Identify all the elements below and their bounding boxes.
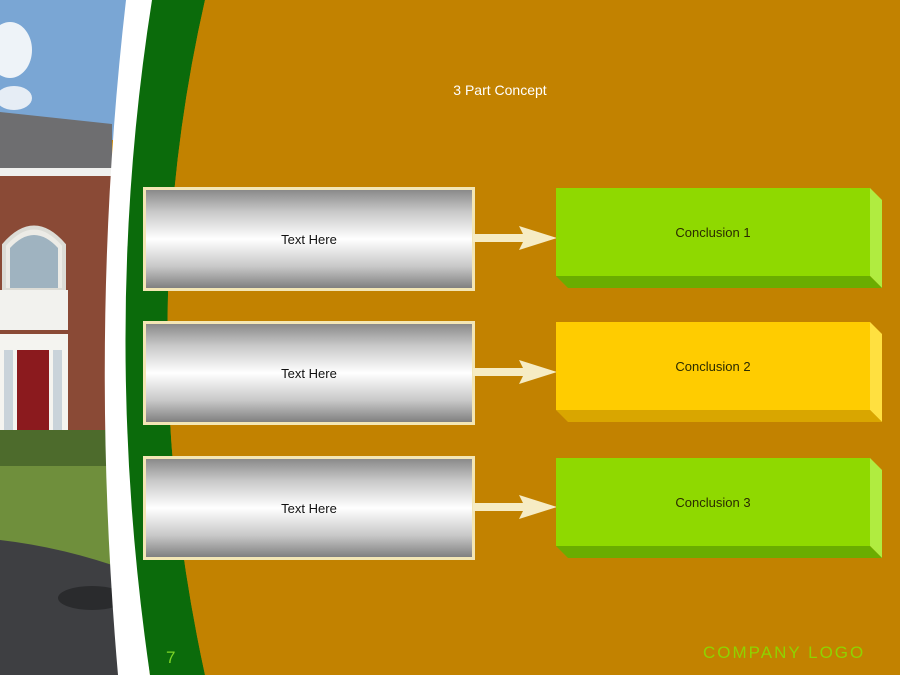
arrow-2 — [473, 360, 557, 384]
conclusion-label: Conclusion 2 — [675, 358, 751, 374]
window-sill — [0, 290, 68, 330]
driveway — [0, 540, 140, 675]
text-box-label: Text Here — [281, 231, 337, 247]
conclusion-box-3[interactable]: Conclusion 3 — [556, 458, 882, 558]
conclusion-label: Conclusion 3 — [675, 494, 751, 510]
text-box-label: Text Here — [281, 500, 337, 516]
front-door — [17, 350, 49, 430]
conclusion-box-1[interactable]: Conclusion 1 — [556, 188, 882, 288]
text-box-2[interactable]: Text Here — [143, 321, 475, 425]
arrow-1 — [473, 226, 557, 250]
side-light — [4, 350, 13, 430]
tree-shadow — [58, 586, 126, 610]
white-band — [104, 0, 165, 675]
cloud — [0, 86, 32, 110]
text-box-3[interactable]: Text Here — [143, 456, 475, 560]
page-number: 7 — [166, 648, 176, 667]
company-logo: COMPANY LOGO — [703, 643, 866, 662]
house-roof — [0, 112, 112, 170]
side-light — [53, 350, 62, 430]
slide-title: 3 Part Concept — [453, 82, 547, 98]
arrow-3 — [473, 495, 557, 519]
text-box-label: Text Here — [281, 365, 337, 381]
roof-trim — [0, 168, 112, 176]
shrub-bed — [0, 430, 112, 470]
text-box-1[interactable]: Text Here — [143, 187, 475, 291]
conclusion-box-2[interactable]: Conclusion 2 — [556, 322, 882, 422]
window-panes — [10, 235, 58, 288]
cloud — [0, 22, 32, 78]
conclusion-label: Conclusion 1 — [675, 224, 751, 240]
